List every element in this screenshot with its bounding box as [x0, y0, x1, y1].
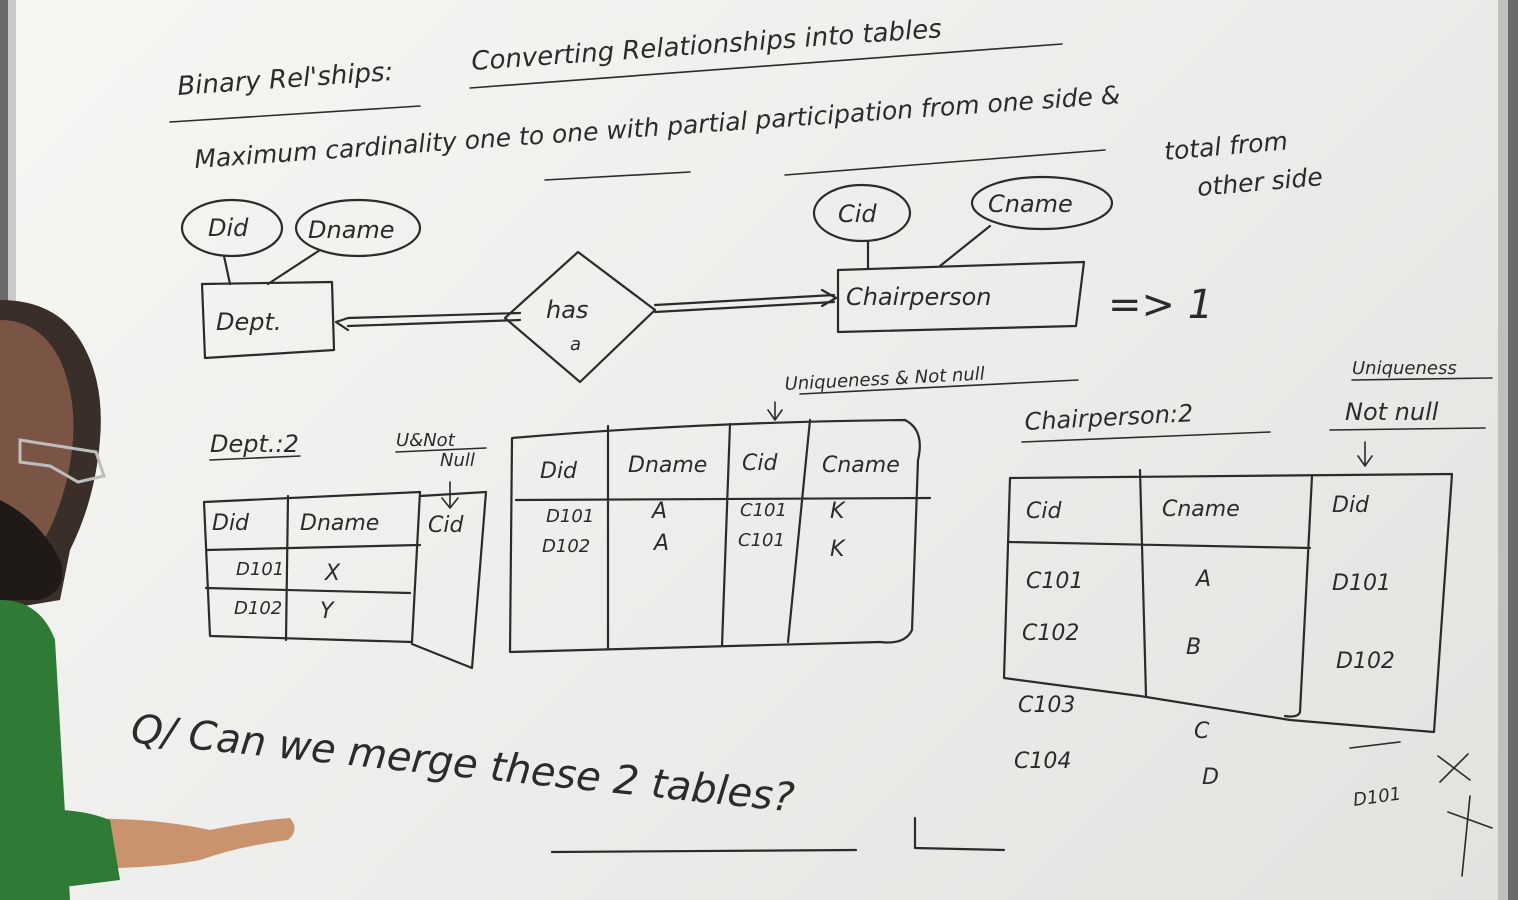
heading-line-3a: total from [1163, 126, 1289, 166]
dept-label-underline [209, 455, 301, 461]
chair-r4-cname: D [1202, 765, 1219, 790]
dept-col-did: Did [212, 511, 250, 536]
merged-r2-cname: K [830, 537, 846, 562]
dept-r1-did: D101 [236, 559, 284, 580]
merged-r2-dname: A [652, 531, 669, 556]
chair-r2-did: D102 [1336, 649, 1395, 674]
dept-entity-label: Dept. [216, 308, 282, 336]
chair-note-arrow [1329, 427, 1486, 467]
whiteboard [8, 0, 1508, 900]
dept-r1-dname: X [324, 561, 341, 586]
merged-table-grid [514, 418, 932, 650]
relationship-word-2: a [570, 334, 581, 355]
attr-did: Did [208, 214, 249, 242]
chair-r1-cname: A [1194, 567, 1211, 592]
dept-entity-box [200, 280, 336, 360]
has-relationship-diamond [503, 250, 657, 384]
attr-cid-ellipse [812, 183, 912, 243]
dept-r2-did: D102 [234, 598, 282, 619]
chair-r2-cid: C102 [1022, 621, 1079, 646]
merged-r2-did: D102 [542, 536, 590, 557]
dept-note-2: Null [440, 450, 475, 471]
chair-r4-cid: C104 [1014, 749, 1071, 774]
chair-note-2: Not null [1345, 398, 1439, 426]
chair-table-label: Chairperson:2 [1024, 399, 1194, 436]
attr-did-ellipse [180, 198, 284, 258]
crossed-mark-2 [1447, 795, 1493, 877]
right-attr-links [866, 224, 992, 270]
heading-underline-2 [469, 43, 1063, 89]
dept-table-outline [202, 490, 422, 644]
chair-table-outline [1002, 472, 1454, 734]
relationship-word-1: has [546, 296, 588, 324]
dept-table-grid [204, 494, 422, 642]
merged-r1-cname: K [830, 499, 846, 524]
left-attr-links [222, 248, 322, 286]
crossed-mark-1 [1349, 741, 1471, 783]
attr-cname: Cname [988, 190, 1073, 218]
left-link-double-arrow [334, 311, 522, 332]
result-arrow-one: => 1 [1108, 282, 1213, 328]
chairperson-entity-box [836, 260, 1086, 334]
crossed-value: D101 [1352, 783, 1403, 811]
merged-col-dname: Dname [628, 453, 707, 478]
dept-cid-column [410, 490, 488, 670]
dept-col-dname: Dname [300, 511, 379, 536]
merged-col-cid: Cid [742, 451, 778, 476]
heading-title: Converting Relationships into tables [470, 14, 942, 77]
heading-line-3b: other side [1196, 162, 1324, 202]
chair-r3-cid: C103 [1018, 693, 1075, 718]
partial-underline [784, 149, 1106, 176]
chair-r2-cname: B [1186, 635, 1201, 660]
dept-col-cid: Cid [428, 513, 464, 538]
merged-col-cname: Cname [822, 453, 900, 478]
merged-table-outline [508, 418, 921, 654]
merged-r1-dname: A [650, 499, 667, 524]
merged-r1-did: D101 [546, 506, 594, 527]
one-to-one-underline [544, 171, 691, 181]
chair-col-did: Did [1332, 493, 1370, 518]
merged-r1-cid: C101 [740, 500, 787, 521]
right-link-double-arrow [653, 288, 838, 314]
heading-underline-1 [169, 105, 421, 123]
chair-note-1: Uniqueness [1352, 358, 1457, 379]
chair-col-cname: Cname [1162, 497, 1240, 522]
chair-table-grid [1006, 468, 1314, 718]
dept-r2-dname: Y [320, 599, 335, 624]
chair-r3-cname: C [1194, 719, 1210, 744]
question-underline [550, 816, 1006, 854]
attr-cid: Cid [838, 200, 877, 228]
chair-label-underline [1021, 431, 1271, 443]
chair-note-1-underline [1351, 377, 1493, 381]
attr-cname-ellipse [970, 175, 1114, 231]
chairperson-entity-label: Chairperson [846, 283, 991, 311]
dept-table-label: Dept.:2 [210, 430, 299, 458]
merged-col-did: Did [540, 459, 578, 484]
attr-dname-ellipse [294, 198, 422, 258]
presenter-silhouette [0, 300, 295, 900]
chair-r1-did: D101 [1332, 571, 1391, 596]
merged-r2-cid: C101 [738, 530, 785, 551]
attr-dname: Dname [308, 216, 395, 244]
chair-col-cid: Cid [1026, 499, 1062, 524]
chair-r1-cid: C101 [1026, 569, 1083, 594]
dept-note-1: U&Not [396, 430, 456, 451]
merged-note-arrow [767, 379, 1079, 421]
